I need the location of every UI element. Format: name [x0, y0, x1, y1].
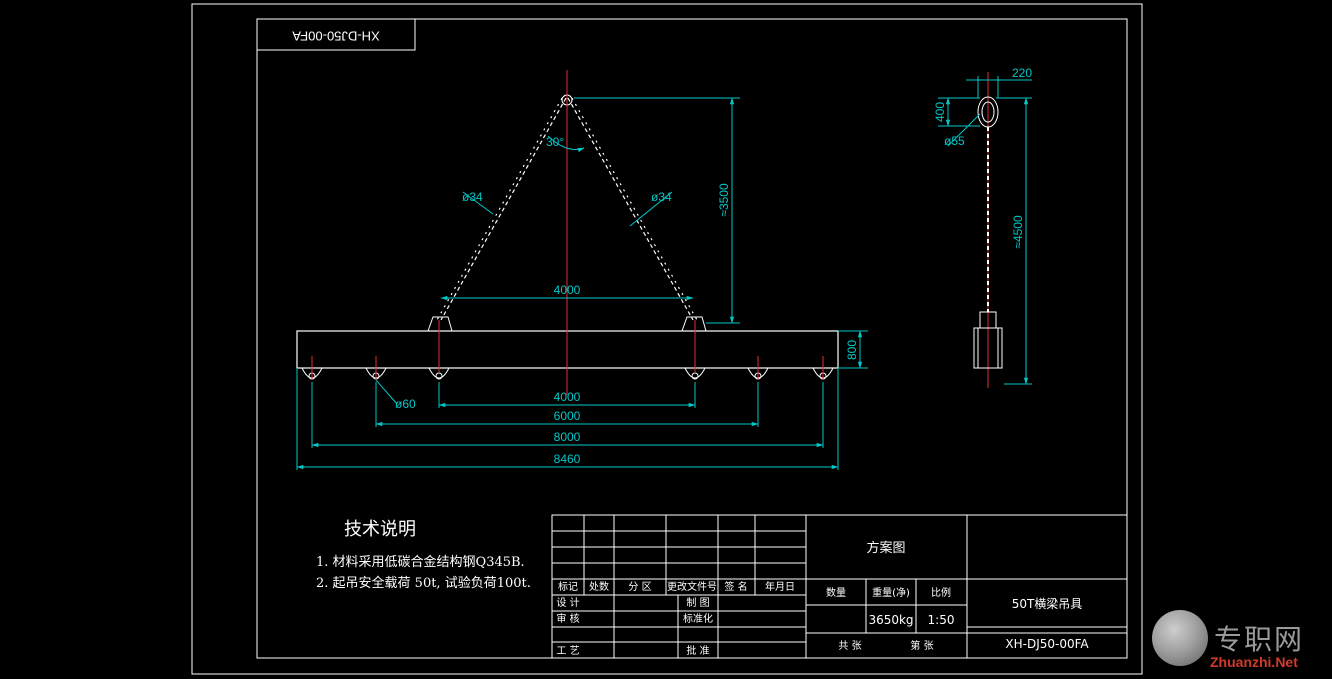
- hdr-date: 年月日: [765, 580, 795, 593]
- tb-code: XH-DJ50-00FA: [1005, 637, 1089, 651]
- tb-design: 设 计: [556, 596, 579, 609]
- hdr-doc: 更改文件号: [667, 580, 717, 593]
- tb-scheme: 方案图: [866, 540, 905, 556]
- right-chain: [567, 97, 698, 321]
- chain-spacing-top: 4000: [554, 283, 581, 297]
- tb-weight-hdr: 重量(净): [872, 586, 910, 599]
- side-width: 220: [1012, 66, 1032, 80]
- watermark: 专职网 Zhuanzhi.Net: [1148, 604, 1332, 679]
- side-length: ≈4500: [1011, 215, 1025, 249]
- hdr-count: 处数: [589, 580, 609, 593]
- side-400: 400: [933, 102, 947, 122]
- watermark-logo-icon: [1152, 610, 1208, 666]
- top-lug-left: [427, 316, 453, 332]
- height-dim: ≈3500: [717, 183, 731, 217]
- mirrored-code-box: [256, 18, 416, 51]
- hdr-mark: 标记: [558, 581, 578, 593]
- side-ring: ø55: [944, 134, 965, 148]
- dim-8460: 8460: [554, 452, 581, 466]
- tb-scale-hdr: 比例: [931, 586, 951, 599]
- watermark-cn: 专职网: [1214, 623, 1305, 656]
- tb-review: 审 核: [556, 612, 579, 625]
- angle-label: 30°: [546, 135, 564, 149]
- left-chain: [436, 97, 567, 321]
- hole-dia: ø60: [395, 397, 416, 411]
- side-dimensions: [938, 76, 1032, 385]
- tb-qty: 数量: [826, 586, 846, 599]
- side-view: [973, 96, 1003, 369]
- hdr-zone: 分 区: [628, 581, 651, 593]
- tb-drawing: 制 图: [686, 596, 709, 609]
- tb-standard: 标准化: [683, 612, 713, 625]
- top-lug-right: [681, 316, 707, 332]
- tb-sheets-total: 共 张: [838, 640, 861, 652]
- outer-frame: [191, 3, 1143, 675]
- notes-title: 技术说明: [344, 519, 416, 540]
- tb-weight: 3650kg: [868, 613, 913, 627]
- tb-process: 工 艺: [556, 645, 579, 657]
- dim-8000: 8000: [554, 430, 581, 444]
- dim-6000: 6000: [554, 409, 581, 423]
- title-block: [551, 514, 1128, 659]
- tb-name: 50T横梁吊具: [1012, 596, 1083, 611]
- chain-dia-left: ø34: [462, 190, 483, 204]
- mirrored-code: XH-DJ50-00FA: [292, 29, 380, 44]
- dimensions: [296, 97, 868, 470]
- notes-line2: 2. 起吊安全载荷 50t, 试验负荷100t.: [316, 575, 531, 591]
- chain-dia-right: ø34: [651, 190, 672, 204]
- watermark-en: Zhuanzhi.Net: [1210, 654, 1298, 670]
- center-lines: [311, 70, 989, 395]
- hdr-sign: 签 名: [724, 580, 747, 593]
- tb-sheet-no: 第 张: [910, 639, 933, 652]
- tb-scale: 1:50: [928, 613, 955, 627]
- notes-line1: 1. 材料采用低碳合金结构钢Q345B.: [316, 554, 525, 570]
- tb-approve: 批 准: [686, 644, 709, 657]
- dim-4000: 4000: [554, 390, 581, 404]
- beam-height: 800: [845, 340, 859, 360]
